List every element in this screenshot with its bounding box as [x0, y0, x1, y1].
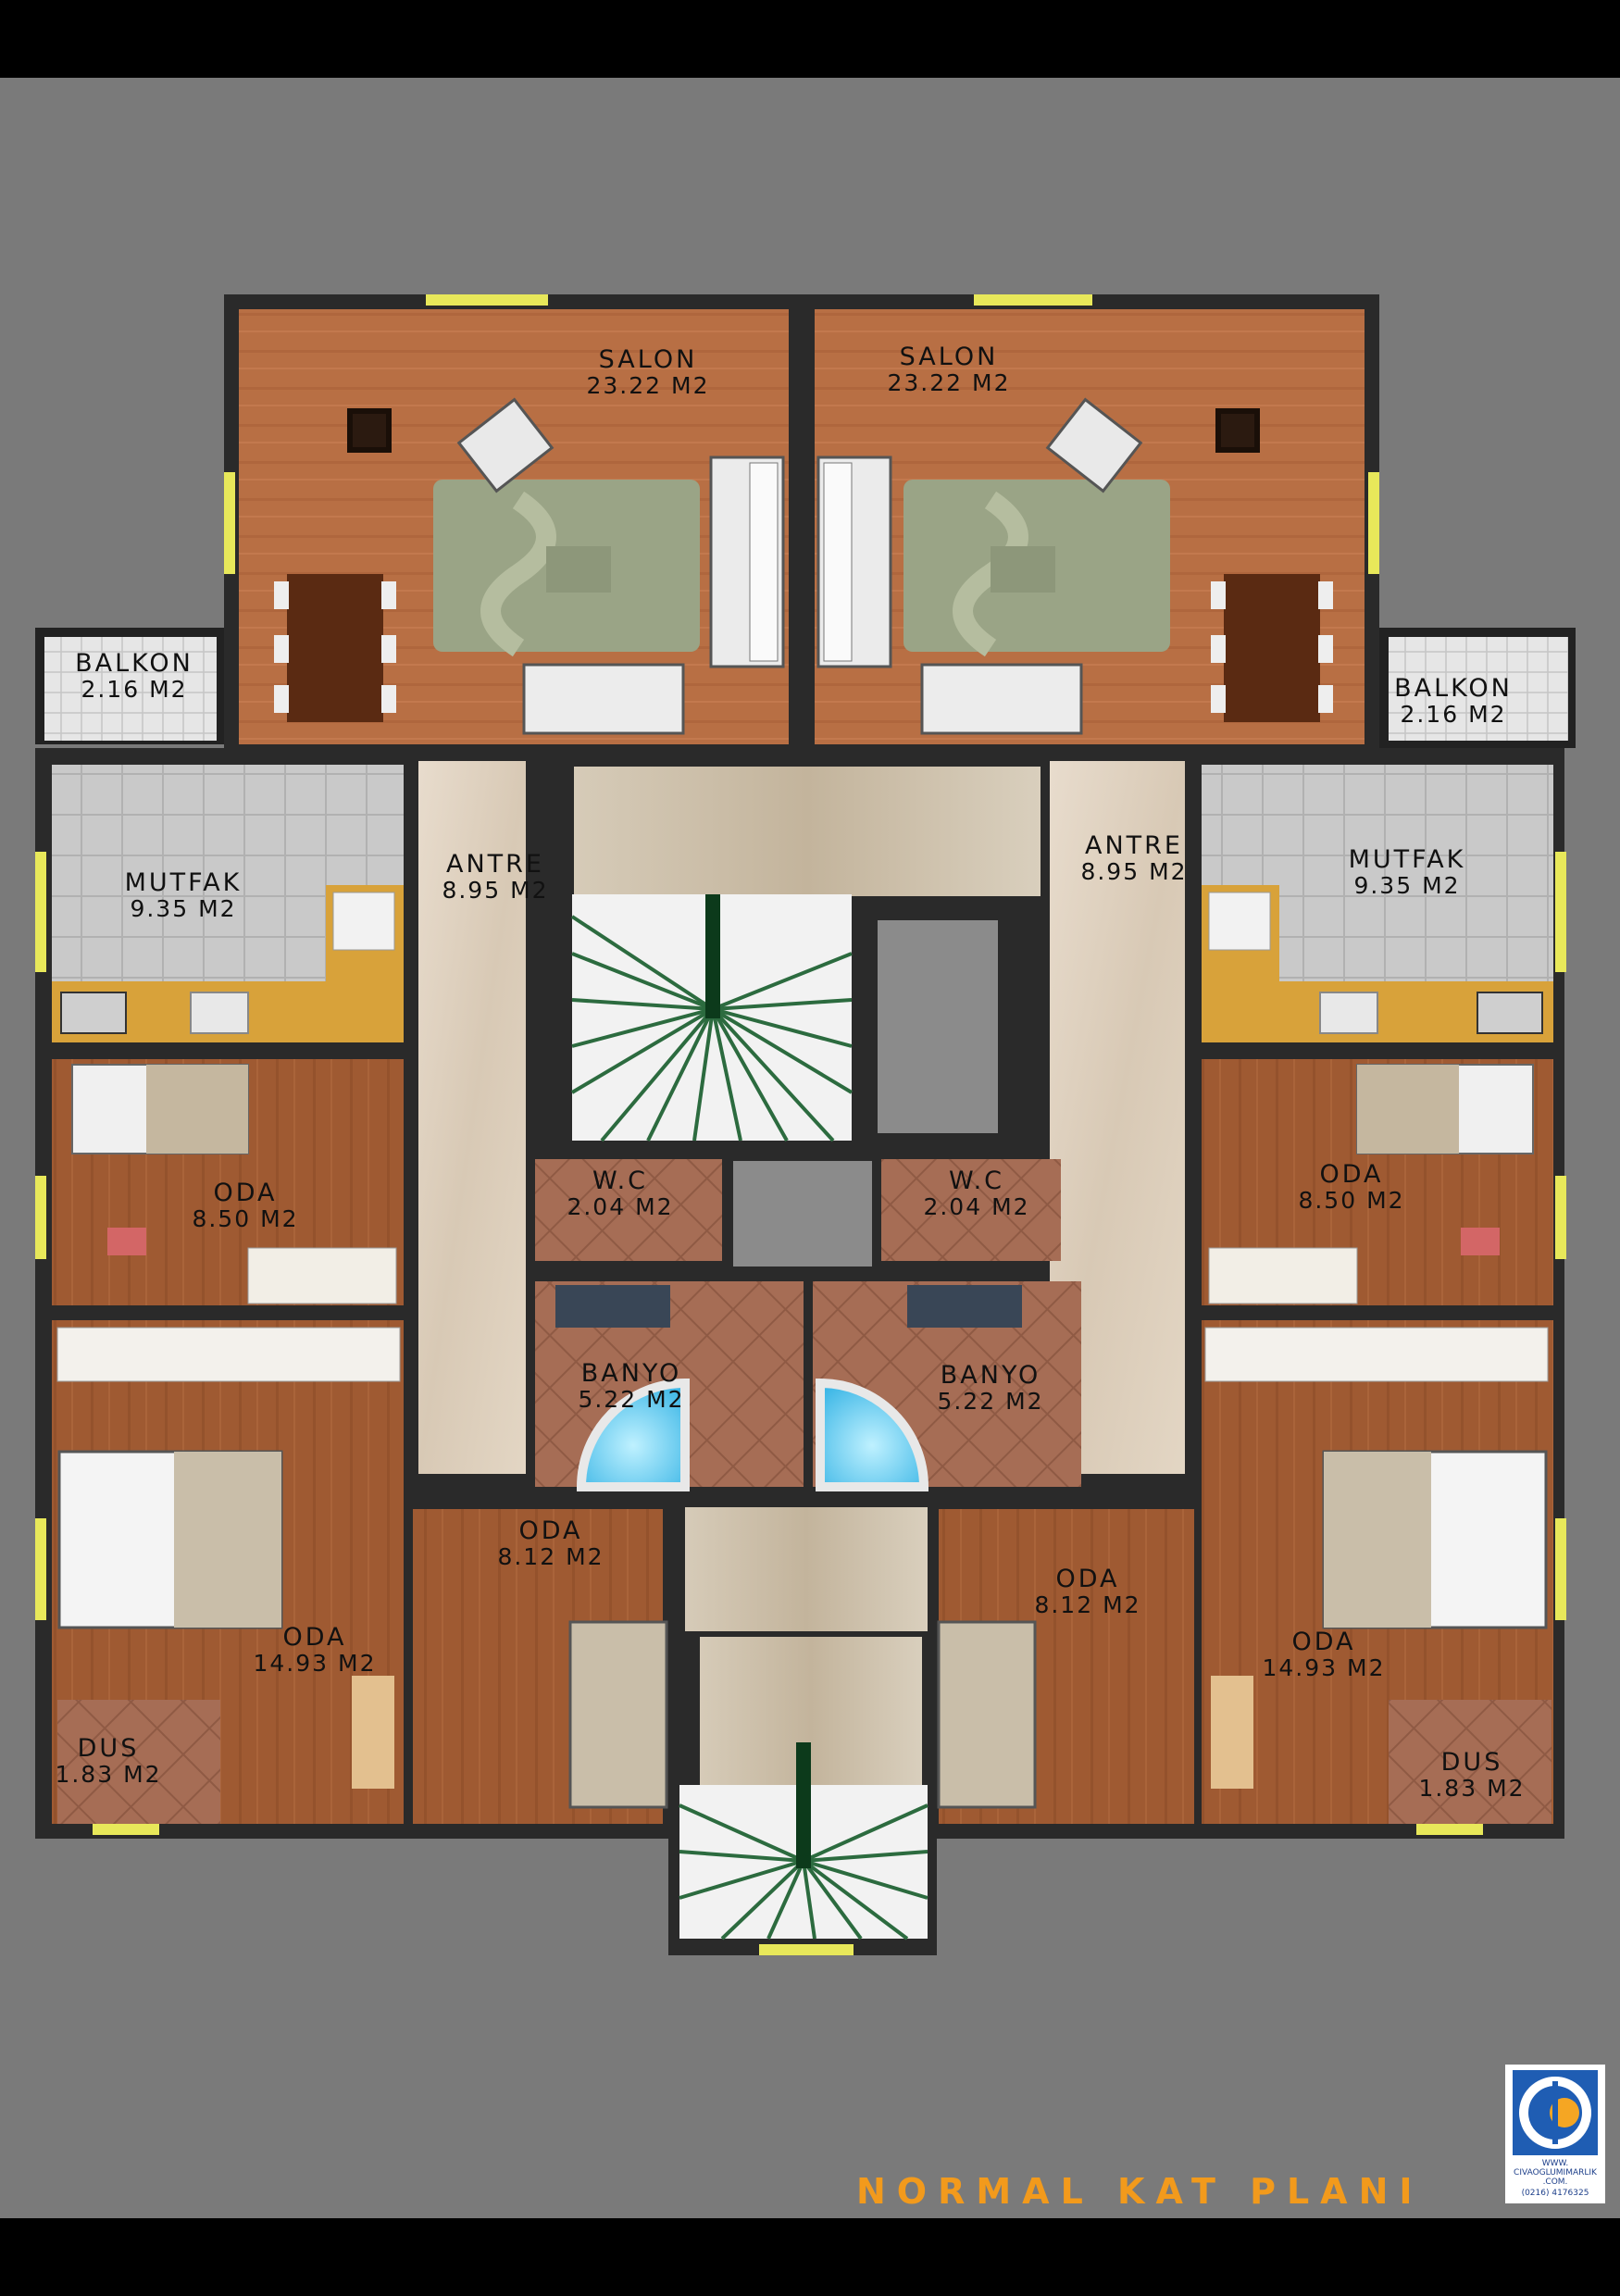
- room-name: SALON: [598, 345, 698, 374]
- bedroom-small-left: [52, 1059, 404, 1305]
- shaft-small: [733, 1161, 872, 1267]
- room-area: 8.12 M2: [497, 1543, 604, 1570]
- sheet-title: NORMAL KAT PLANI: [856, 2171, 1424, 2212]
- bedroom-large-left: [52, 1320, 404, 1824]
- room-area: 9.35 M2: [1353, 872, 1461, 899]
- logo-text-1: WWW.: [1541, 2159, 1569, 2168]
- balcony-left: [35, 628, 224, 744]
- stair-lower: [679, 1742, 928, 1940]
- bedroom-small-right: [1202, 1059, 1553, 1305]
- logo-mark: [1513, 2070, 1598, 2155]
- room-area: 2.16 M2: [1400, 701, 1507, 728]
- room-area: 2.04 M2: [923, 1193, 1030, 1220]
- banyo-left: [535, 1281, 804, 1491]
- room-name: W.C: [948, 1167, 1005, 1195]
- room-area: 2.04 M2: [567, 1193, 674, 1220]
- room-name: ODA: [1319, 1160, 1384, 1189]
- room-name: MUTFAK: [1348, 845, 1466, 874]
- room-area: 1.83 M2: [55, 1761, 162, 1788]
- logo-text-2: CIVAOGLUMIMARLIK: [1514, 2168, 1597, 2177]
- architect-logo: WWW. CIVAOGLUMIMARLIK .COM. (0216) 41763…: [1505, 2065, 1605, 2203]
- room-area: 23.22 M2: [887, 369, 1011, 396]
- room-area: 8.12 M2: [1034, 1591, 1141, 1618]
- landing-bottom: [685, 1507, 928, 1631]
- room-area: 8.95 M2: [1080, 858, 1188, 885]
- room-name: BANYO: [580, 1359, 682, 1388]
- room-area: 8.50 M2: [192, 1205, 299, 1232]
- windows: [35, 294, 1566, 1955]
- floor-plan: [35, 294, 1576, 1955]
- room-area: 8.50 M2: [1298, 1187, 1405, 1214]
- room-name: ANTRE: [1085, 831, 1183, 860]
- logo-phone: (0216) 4176325: [1521, 2189, 1589, 2198]
- salon-right-furniture: [816, 397, 1333, 735]
- room-area: 1.83 M2: [1418, 1775, 1526, 1802]
- room-name: W.C: [592, 1167, 649, 1195]
- room-name: DUS: [1440, 1748, 1503, 1777]
- room-name: SALON: [899, 343, 999, 371]
- kitchen-right: [1202, 765, 1553, 1042]
- landing-top: [574, 767, 1041, 896]
- room-name: BALKON: [1394, 674, 1513, 703]
- room-name: ODA: [1291, 1628, 1356, 1656]
- bedroom-large-right: [1202, 1320, 1553, 1824]
- room-name: DUS: [77, 1734, 140, 1763]
- banyo-right: [813, 1281, 1081, 1491]
- stair-upper: [570, 894, 854, 1142]
- room-area: 2.16 M2: [81, 676, 188, 703]
- wc-right: [881, 1159, 1061, 1261]
- room-area: 8.95 M2: [442, 877, 549, 904]
- kitchen-left: [52, 765, 404, 1042]
- wc-left: [535, 1159, 722, 1261]
- logo-text-3: .COM.: [1542, 2177, 1568, 2187]
- antre-left-floor: [418, 761, 526, 1474]
- room-name: BALKON: [75, 649, 193, 678]
- room-name: ANTRE: [446, 850, 544, 879]
- room-area: 9.35 M2: [130, 895, 237, 922]
- room-area: 14.93 M2: [253, 1650, 377, 1677]
- room-name: ODA: [1055, 1565, 1120, 1593]
- room-name: ODA: [282, 1623, 347, 1652]
- room-area: 5.22 M2: [937, 1388, 1044, 1415]
- balcony-right: [1379, 628, 1576, 748]
- room-name: ODA: [213, 1179, 278, 1207]
- room-name: MUTFAK: [124, 868, 243, 897]
- salon-left-furniture: [274, 397, 785, 735]
- room-area: 14.93 M2: [1262, 1654, 1386, 1681]
- room-name: ODA: [518, 1516, 583, 1545]
- room-area: 23.22 M2: [586, 372, 710, 399]
- room-area: 5.22 M2: [578, 1386, 685, 1413]
- room-name: BANYO: [940, 1361, 1041, 1390]
- elevator-shaft: [878, 920, 998, 1133]
